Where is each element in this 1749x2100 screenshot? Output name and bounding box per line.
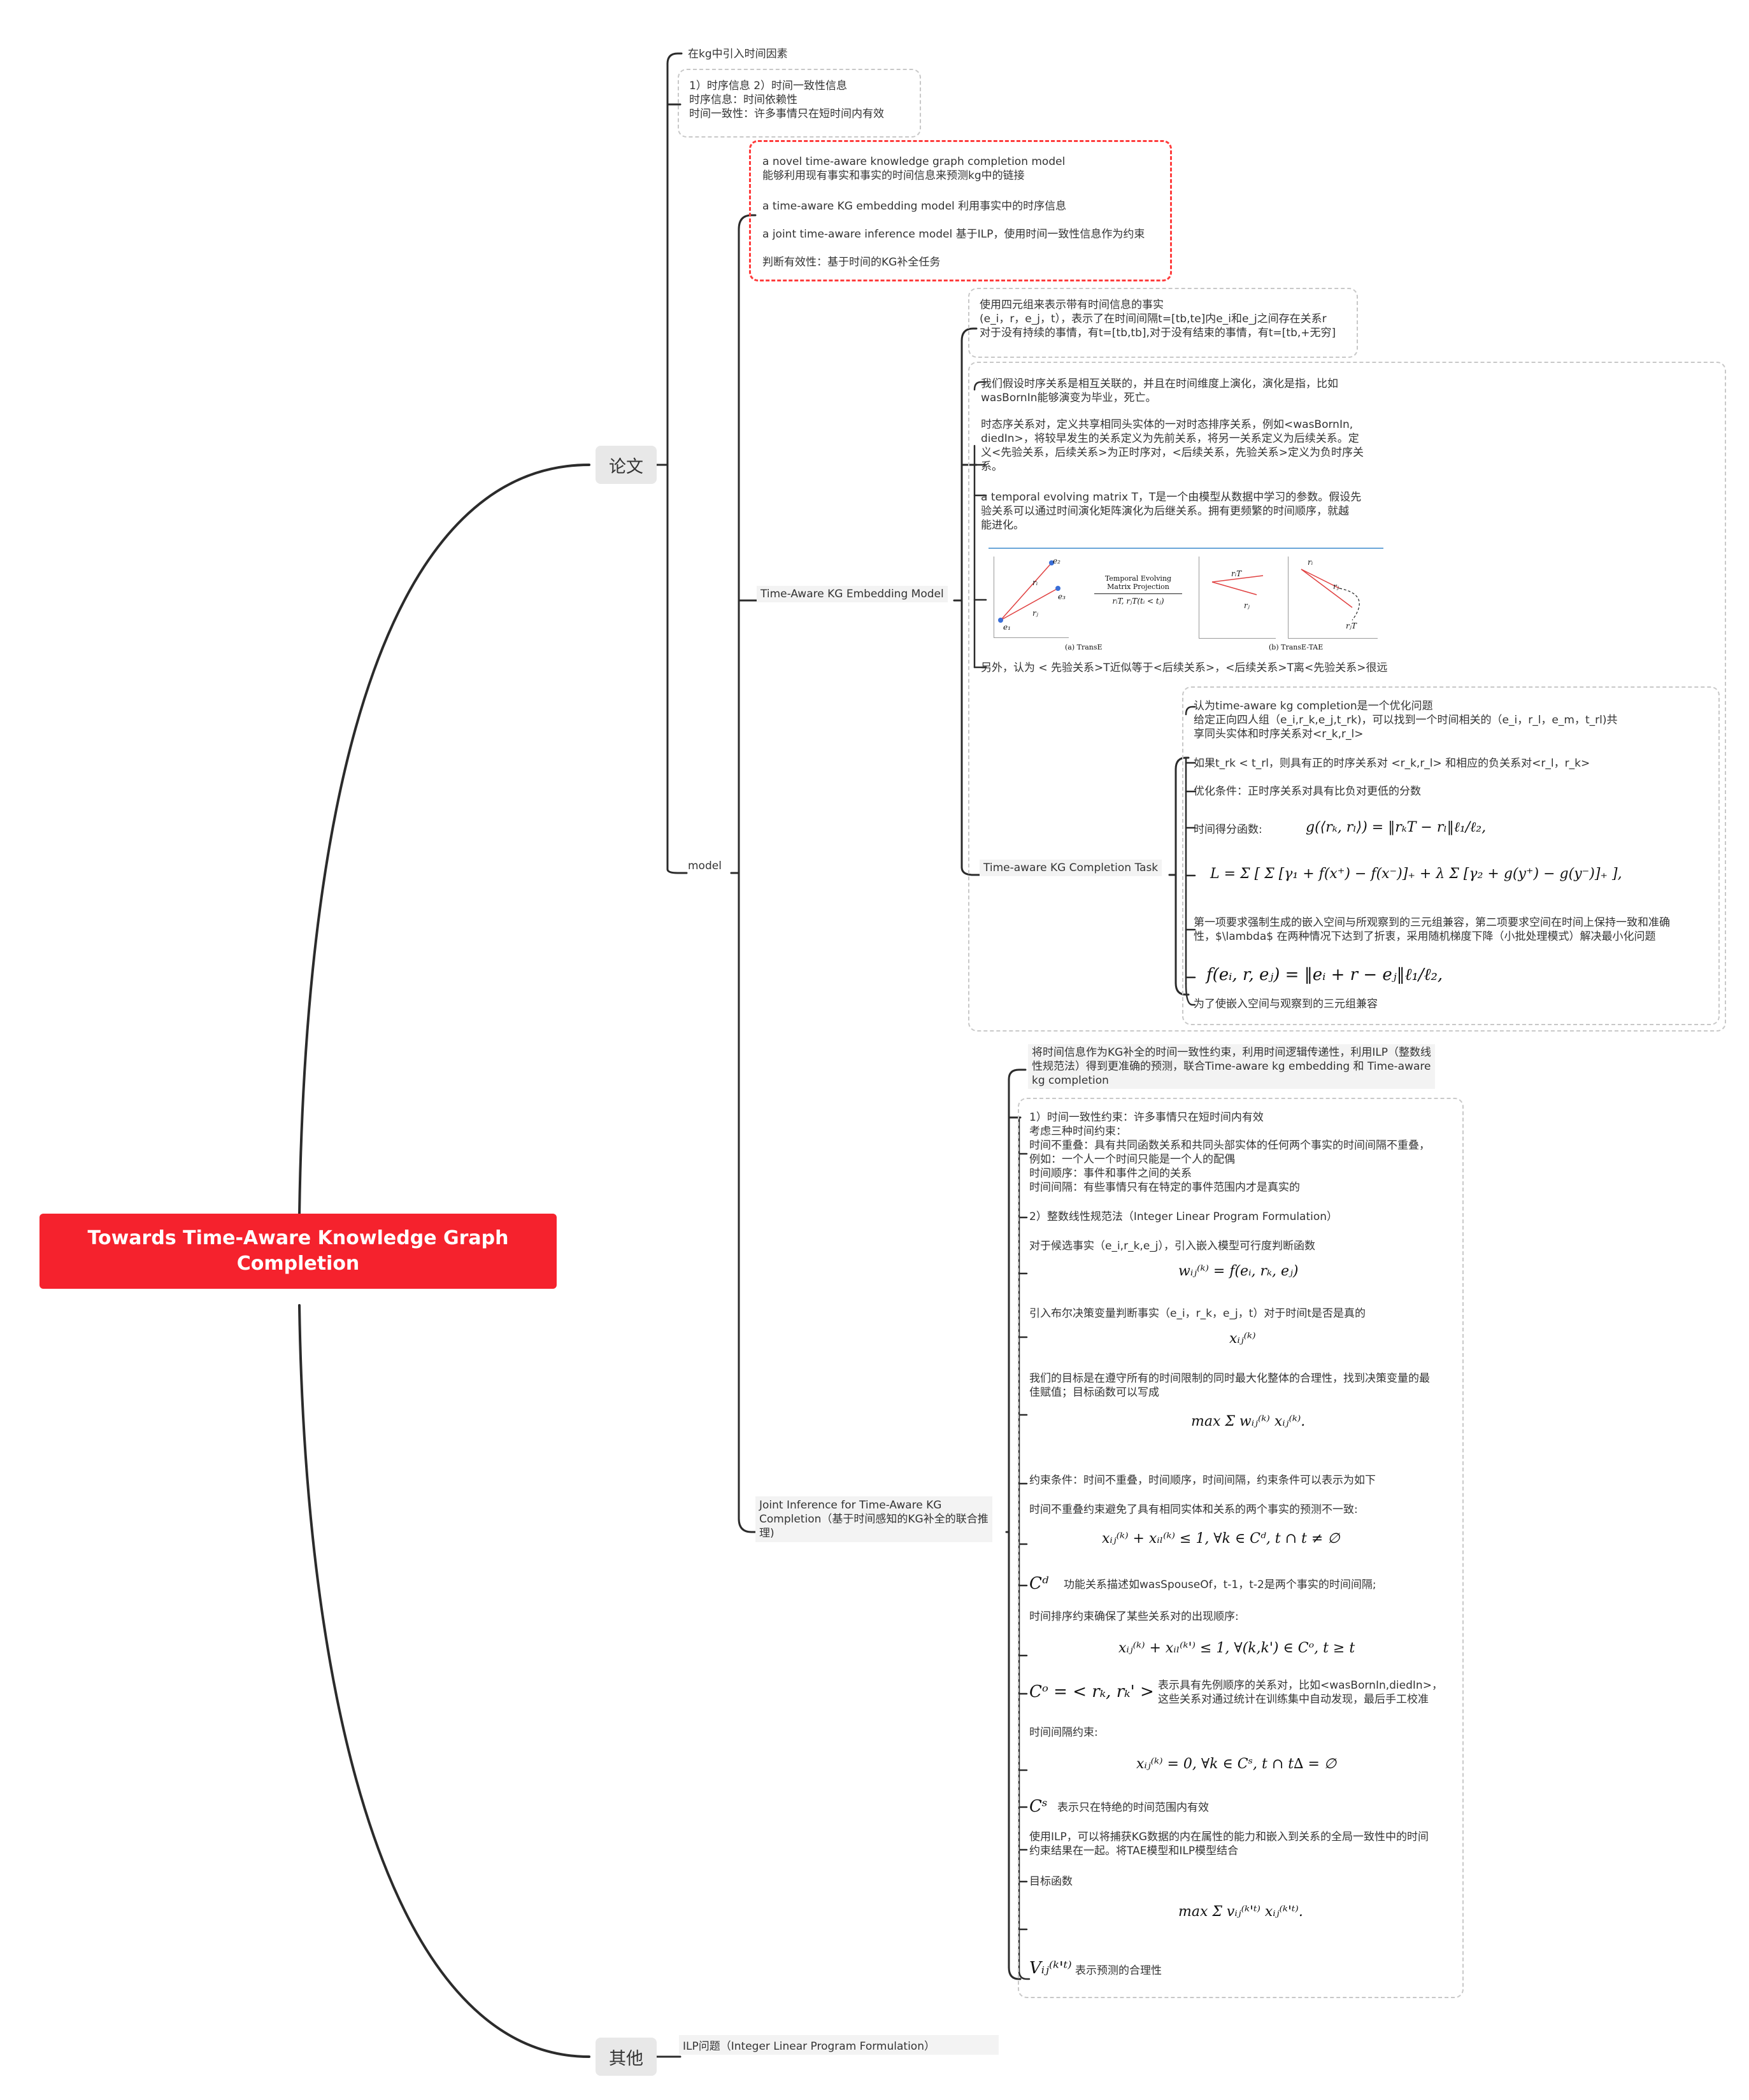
fig-caption-a: (a) TransE	[1065, 643, 1103, 651]
tae-text-1: 我们假设时序关系是相互关联的，并且在时间维度上演化，演化是指，比如 wasBor…	[981, 378, 1338, 405]
completion-text-1: 认为time-aware kg completion是一个优化问题 给定正向四人…	[1194, 700, 1618, 741]
quad-box[interactable]: 使用四元组来表示带有时间信息的事实 (e_i，r，e_j，t），表示了在时间间隔…	[968, 288, 1358, 358]
figure-panel-b: rᵢT rⱼ	[1199, 557, 1276, 639]
tae-details-box[interactable]	[968, 362, 1726, 1032]
fig-proj-formula: rᵢT, rⱼT(tᵢ < tⱼ)	[1112, 597, 1164, 606]
fig-proj-title: Temporal Evolving Matrix Projection	[1104, 574, 1172, 591]
intro-node[interactable]: 在kg中引入时间因素	[688, 48, 788, 60]
joint-c9: 时间排序约束确保了某些关系对的出现顺序:	[1029, 1610, 1239, 1623]
joint-c4: 引入布尔决策变量判断事实（e_i，r_k，e_j，t）对于时间t是否是真的	[1029, 1307, 1366, 1320]
joint-c15: 表示预测的合理性	[1075, 1964, 1162, 1977]
fig-label-ri: rᵢ	[1032, 578, 1038, 587]
root-node[interactable]: Towards Time-Aware Knowledge Graph Compl…	[39, 1214, 557, 1289]
fig-caption-b: (b) TransE-TAE	[1269, 643, 1324, 651]
completion-text-6: 为了使嵌入空间与观察到的三元组兼容	[1194, 998, 1378, 1011]
formula-g: g(⟨rₖ, rₗ⟩) = ‖rₖT − rₗ‖ℓ₁/ℓ₂,	[1306, 819, 1487, 835]
formula-Co: Cᵒ = < rₖ, rₖ' >	[1029, 1682, 1154, 1701]
fig-label-ri-c: rᵢ	[1308, 558, 1313, 567]
tae-text-3: a temporal evolving matrix T，T是一个由模型从数据中…	[981, 491, 1362, 532]
figure-panel-c: rᵢ rⱼ rⱼT	[1288, 557, 1378, 639]
fig-label-e3: e₃	[1058, 592, 1066, 601]
fig-label-rj-b: rⱼ	[1244, 601, 1250, 610]
completion-text-2: 如果t_rk < t_rl，则具有正的时序关系对 <r_k,r_l> 和相应的负…	[1194, 757, 1590, 770]
formula-f: f(eᵢ, r, eⱼ) = ‖eᵢ + r − eⱼ‖ℓ₁/ℓ₂,	[1206, 965, 1443, 984]
formula-Cd: Cᵈ	[1029, 1574, 1049, 1593]
joint-box[interactable]	[1018, 1098, 1464, 1998]
formula-order: xᵢⱼ⁽ᵏ⁾ + xᵢₗ⁽ᵏ'⁾ ≤ 1, ∀(k,k') ∈ Cᵒ, t ≥ …	[1118, 1640, 1355, 1656]
figure-projection: Temporal Evolving Matrix Projection rᵢT,…	[1090, 574, 1186, 606]
joint-c12: 表示只在特绝的时间范围内有效	[1057, 1801, 1209, 1814]
tae-text-4: 另外，认为 < 先验关系>T近似等于<后续关系>，<后续关系>T离<先验关系>很…	[981, 662, 1388, 674]
branch-other-label: 其他	[609, 2048, 643, 2069]
joint-c6: 约束条件：时间不重叠，时间顺序，时间间隔，约束条件可以表示为如下	[1029, 1474, 1376, 1487]
tae-text-2: 时态序关系对，定义共享相同头实体的一对时态排序关系，例如<wasBornIn, …	[981, 418, 1364, 474]
joint-c7: 时间不重叠约束避免了具有相同实体和关系的两个事实的预测不一致:	[1029, 1503, 1358, 1516]
completion-text-3: 优化条件：正时序关系对具有比负对更低的分数	[1194, 785, 1421, 798]
figure-panel-a: e₂ e₃ e₁ rᵢ rⱼ	[994, 557, 1069, 638]
fig-label-e1: e₁	[1003, 623, 1011, 632]
completion-text-5: 第一项要求强制生成的嵌入空间与所观察到的三元组兼容，第二项要求空间在时间上保持一…	[1194, 916, 1670, 944]
branch-paper[interactable]: 论文	[596, 446, 657, 484]
tae-figure: e₂ e₃ e₁ rᵢ rⱼ Temporal Evolving Matrix …	[989, 548, 1383, 656]
info-box[interactable]: 1）时序信息 2）时间一致性信息 时序信息：时间依赖性 时间一致性：许多事情只在…	[678, 69, 921, 138]
formula-x: xᵢⱼ⁽ᵏ⁾	[1229, 1331, 1256, 1347]
formula-V: Vᵢⱼ⁽ᵏ'ᵗ⁾	[1029, 1959, 1072, 1978]
model-summary-1: a novel time-aware knowledge graph compl…	[762, 155, 1066, 183]
joint-c10: 表示具有先例顺序的关系对，比如<wasBornIn,diedIn>， 这些关系对…	[1158, 1679, 1443, 1706]
formula-max1: max Σ wᵢⱼ⁽ᵏ⁾ xᵢⱼ⁽ᵏ⁾.	[1191, 1414, 1306, 1430]
joint-c11: 时间间隔约束:	[1029, 1726, 1098, 1739]
completion-text-4: 时间得分函数:	[1194, 823, 1262, 836]
joint-c3: 对于候选事实（e_i,r_k,e_j），引入嵌入模型可行度判断函数	[1029, 1240, 1316, 1252]
info-box-text: 1）时序信息 2）时间一致性信息 时序信息：时间依赖性 时间一致性：许多事情只在…	[689, 80, 884, 121]
joint-summary[interactable]: 将时间信息作为KG补全的时间一致性约束，利用时间逻辑传递性，利用ILP（整数线 …	[1028, 1044, 1436, 1089]
root-title: Towards Time-Aware Knowledge Graph Compl…	[87, 1226, 509, 1275]
fig-label-riT: rᵢT	[1231, 569, 1242, 578]
completion-box[interactable]	[1182, 686, 1720, 1025]
model-summary-3: a joint time-aware inference model 基于ILP…	[762, 228, 1145, 241]
joint-c1: 1）时间一致性约束：许多事情只在短时间内有效 考虑三种时间约束： 时间不重叠：具…	[1029, 1111, 1430, 1195]
figure-vectors-b	[1211, 575, 1264, 595]
model-node[interactable]: model	[688, 860, 722, 872]
branch-other[interactable]: 其他	[596, 2038, 657, 2076]
joint-c2: 2）整数线性规范法（Integer Linear Program Formula…	[1029, 1210, 1338, 1223]
formula-Cs: Cˢ	[1029, 1797, 1048, 1816]
formula-interval: xᵢⱼ⁽ᵏ⁾ = 0, ∀k ∈ Cˢ, t ∩ t∆ = ∅	[1136, 1756, 1337, 1772]
quad-box-text: 使用四元组来表示带有时间信息的事实 (e_i，r，e_j，t），表示了在时间间隔…	[980, 299, 1336, 340]
joint-c13: 使用ILP，可以将捕获KG数据的内在属性的能力和嵌入到关系的全局一致性中的时间 …	[1029, 1831, 1429, 1858]
joint-c14: 目标函数	[1029, 1875, 1073, 1888]
formula-w: wᵢⱼ⁽ᵏ⁾ = f(eᵢ, rₖ, eⱼ)	[1178, 1263, 1299, 1279]
formula-L: L = Σ [ Σ [γ₁ + f(x⁺) − f(x⁻)]₊ + λ Σ [γ…	[1210, 866, 1622, 882]
fig-proj-arrow	[1094, 593, 1182, 594]
fig-label-rjT: rⱼT	[1346, 621, 1357, 630]
model-summary-box[interactable]: a novel time-aware knowledge graph compl…	[749, 140, 1172, 281]
completion-node[interactable]: Time-aware KG Completion Task	[980, 860, 1162, 876]
fig-label-rj: rⱼ	[1032, 609, 1038, 618]
model-summary-2: a time-aware KG embedding model 利用事实中的时序…	[762, 200, 1067, 213]
formula-nonoverlap: xᵢⱼ⁽ᵏ⁾ + xᵢₗ⁽ᵏ⁾ ≤ 1, ∀k ∈ Cᵈ, t ∩ t ≠ ∅	[1102, 1531, 1340, 1547]
figure-vectors-a	[998, 560, 1060, 623]
fig-label-rj-c: rⱼ	[1333, 582, 1339, 591]
joint-c8: 功能关系描述如wasSpouseOf，t-1，t-2是两个事实的时间间隔;	[1064, 1579, 1376, 1591]
model-summary-4: 判断有效性：基于时间的KG补全任务	[762, 256, 941, 269]
tae-node[interactable]: Time-Aware KG Embedding Model	[757, 586, 948, 602]
formula-max2: max Σ vᵢⱼ⁽ᵏ'ᵗ⁾ xᵢⱼ⁽ᵏ'ᵗ⁾.	[1178, 1904, 1303, 1920]
joint-node[interactable]: Joint Inference for Time-Aware KG Comple…	[755, 1496, 992, 1543]
ilp-node[interactable]: ILP问题（Integer Linear Program Formulation…	[679, 2035, 999, 2055]
figure-vectors-c	[1301, 569, 1360, 621]
branch-paper-label: 论文	[609, 457, 643, 477]
fig-label-e2: e₂	[1053, 557, 1060, 565]
joint-c5: 我们的目标是在遵守所有的时间限制的同时最大化整体的合理性，找到决策变量的最 佳赋…	[1029, 1372, 1430, 1400]
